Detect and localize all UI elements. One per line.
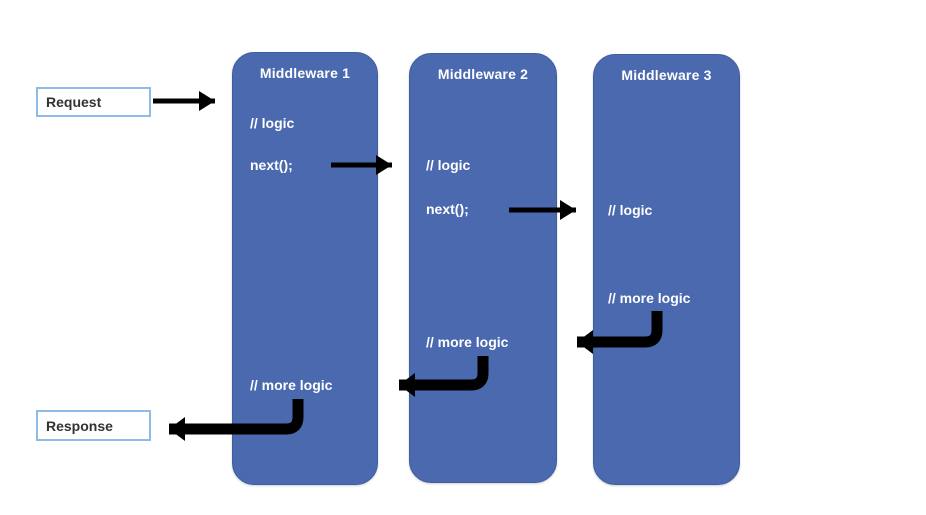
middleware-3-logic-line: // logic — [608, 202, 653, 218]
middleware-2-title: Middleware 2 — [437, 66, 529, 82]
middleware-3-title: Middleware 3 — [621, 67, 712, 83]
request-box: Request — [36, 87, 151, 117]
response-box: Response — [36, 410, 151, 441]
request-label: Request — [46, 94, 102, 110]
middleware-3-more-logic-line: // more logic — [608, 290, 691, 306]
middleware-3-box: Middleware 3 // logic // more logic — [593, 54, 740, 485]
middleware-2-logic-line: // logic — [426, 157, 471, 173]
middleware-1-more-logic-line: // more logic — [250, 377, 333, 393]
middleware-2-next-line: next(); — [426, 201, 469, 217]
middleware-1-next-line: next(); — [250, 157, 293, 173]
middleware-2-more-logic-line: // more logic — [426, 334, 509, 350]
middleware-2-box: Middleware 2 // logic next(); // more lo… — [409, 53, 557, 483]
middleware-1-box: Middleware 1 // logic next(); // more lo… — [232, 52, 378, 485]
response-label: Response — [46, 417, 113, 434]
middleware-1-title: Middleware 1 — [259, 65, 351, 81]
middleware-1-logic-line: // logic — [250, 115, 295, 131]
